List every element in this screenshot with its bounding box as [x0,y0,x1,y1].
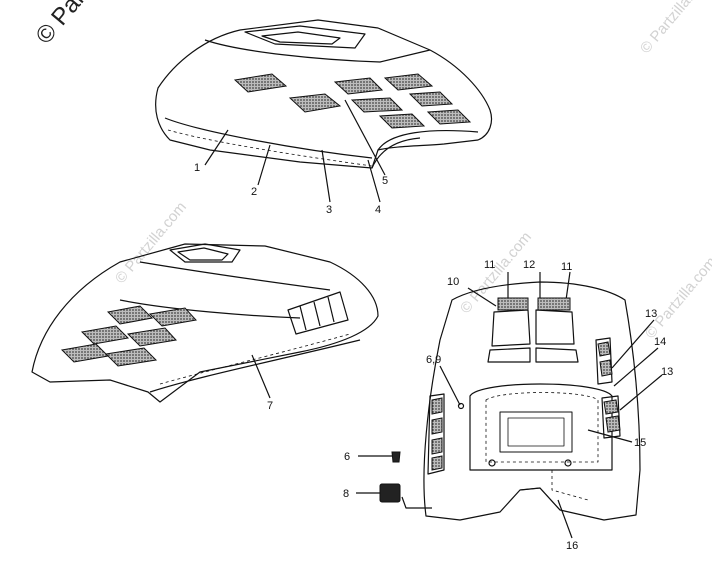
hood-top-view [155,19,493,203]
callout-8: 8 [343,488,350,500]
push-rivet-icon [391,451,401,463]
callout-4: 4 [375,204,382,216]
grommet-icon [379,483,401,503]
callout-13-bottom: 13 [661,366,674,378]
callout-16: 16 [566,540,579,552]
callout-11-left: 11 [484,259,496,271]
callout-15: 15 [634,437,647,449]
hood-side-vents [60,305,197,367]
hood-side-view [31,243,379,403]
callout-6: 6 [344,451,351,463]
callout-14: 14 [654,336,667,348]
callout-3: 3 [326,204,333,216]
callout-6-9: 6,9 [426,354,442,366]
callout-7: 7 [267,400,274,412]
callout-13-top: 13 [645,308,658,320]
callout-10: 10 [447,276,460,288]
hood-underside-screens [431,297,621,471]
callout-1: 1 [194,162,201,174]
callout-2: 2 [251,186,258,198]
callout-12: 12 [523,259,536,271]
hood-underside-view [356,271,663,539]
callout-11-right: 11 [561,261,573,273]
callout-5: 5 [382,175,389,187]
fastener-parts [379,451,401,503]
hood-top-vents [233,73,472,129]
